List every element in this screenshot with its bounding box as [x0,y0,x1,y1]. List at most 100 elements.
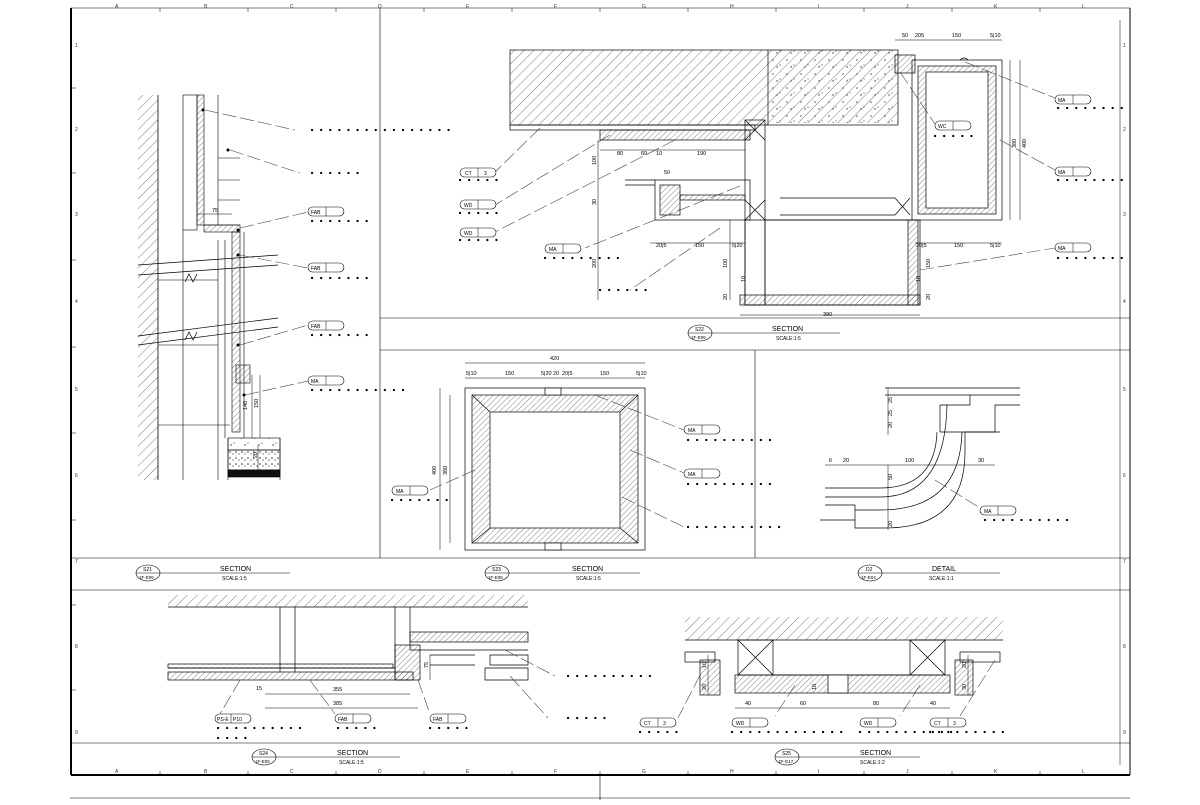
view-title: SECTION [337,750,368,757]
dim-label: 385 [333,701,342,707]
grid-number: 5 [1123,387,1126,393]
tag-code: MA [688,472,696,478]
dim-label: 10 [656,151,662,157]
grid-number: 2 [1123,127,1126,133]
tag-code: MA [1058,170,1066,176]
tag-number: 3 [663,721,666,727]
tag-code: CT [465,171,472,177]
dim-label: 20 [702,684,708,690]
view-d2: 25 25 20 6 20 100 30 50 20 MA [820,387,1070,530]
dim-label: 5|10 [990,33,1001,39]
grid-number: 1 [75,43,78,49]
view-title: SECTION [220,566,251,573]
tag-code: WD [736,721,745,727]
dim-label: 20 [843,458,849,464]
tag-code: MA [549,247,557,253]
dim-label: 20 [926,294,932,300]
tag-code: MA [1058,98,1066,104]
dim-label: 75 [424,662,430,668]
dim-label: 30 [592,199,598,205]
view-sheet: 1F-E05 [255,759,270,764]
view-s25: 40 60 80 40 10 20 10 20 30 CT [638,617,1012,734]
grid-letter: I [818,769,819,775]
dim-label: 60 [800,701,806,707]
view-code: S22 [695,327,704,333]
grid-number: 4 [75,299,78,305]
grid-letter: C [290,4,294,10]
dim-label: 5|20 [732,243,743,249]
tag-code: MA [688,428,696,434]
material-tag: MA [544,243,582,254]
view-title-s21: S21 1F-E05 SECTION SCALE:1:5 [135,564,290,582]
view-s21: 75 140 150 20 [137,94,452,480]
material-tag: CT 3 [929,717,967,728]
dim-label: 15 [256,686,262,692]
dim-label: 20 [723,294,729,300]
tag-code: PS-E [217,717,229,723]
grid-number: 5 [75,387,78,393]
dim-label: 205 [915,33,924,39]
dim-label: 5|10 [990,243,1001,249]
dim-label: 20|5 [656,243,667,249]
tag-code: FAB [338,717,348,723]
dim-label: 420 [550,356,559,362]
grid-number: 2 [75,127,78,133]
view-s24: 355 385 75 15 PS-E P10 [167,595,652,740]
material-tag: CT 3 [459,167,497,178]
tag-code: FAB [311,266,321,272]
dim-label: 20 [553,371,559,377]
grid-number: 7 [75,559,78,565]
material-tag: MA [683,424,721,435]
grid-letter: G [642,769,646,775]
view-code: S24 [259,751,268,757]
material-tag: FAB [429,713,467,724]
grid-letter: H [730,769,734,775]
grid-number: 4 [1123,299,1126,305]
view-title-d2: D2 1F-E04 DETAIL SCALE:1:1 [857,564,1000,582]
grid-letter: B [204,769,208,775]
dim-label: 5|20 [541,371,552,377]
dim-label: 80 [617,151,623,157]
dim-label: 150 [952,33,961,39]
material-tag: FAB [334,713,372,724]
grid-letter: A [115,4,119,10]
grid-letter: F [554,769,557,775]
grid-letter: J [906,769,909,775]
material-tag: WD [459,199,497,210]
dim-label: 60 [641,151,647,157]
grid-letter: H [730,4,734,10]
view-code: D2 [866,567,873,573]
tag-code: FAB [311,324,321,330]
tag-code: FAB [433,717,443,723]
material-tag: FAB [307,206,345,217]
view-title: DETAIL [932,566,956,573]
dim-label: 380 [1012,139,1018,148]
grid-letter: K [994,769,998,775]
view-sheet: 1F-E05 [488,575,503,580]
view-title-s23: S23 1F-E05 SECTION SCALE:1:5 [484,564,640,582]
dim-label: 100 [592,156,598,165]
grid-number: 7 [1123,559,1126,565]
tag-code: WD [464,231,473,237]
view-title-s22: S22 1F-E05 SECTION SCALE:1:5 [687,324,840,342]
grid-letter: K [994,4,998,10]
dim-label: 6 [829,458,832,464]
view-code: S23 [492,567,501,573]
tag-code: FAB [311,210,321,216]
grid-letter: L [1082,4,1085,10]
dim-label: 50 [664,170,670,176]
dim-label: 200 [592,259,598,268]
material-tag: MA [1054,94,1092,105]
dim-label: 190 [697,151,706,157]
grid-letter: I [818,4,819,10]
grid-labels: A B C D E F G H I J K L A B C D E F G H … [75,4,1126,775]
tag-number: 3 [953,721,956,727]
dim-label: 25 [888,410,894,416]
tag-code: WC [938,124,947,130]
tag-code: CT [934,721,941,727]
view-sheet: 1F-E05 [139,575,154,580]
material-tag: WD [859,717,897,728]
grid-number: 3 [75,212,78,218]
grid-number: 9 [1123,730,1126,736]
